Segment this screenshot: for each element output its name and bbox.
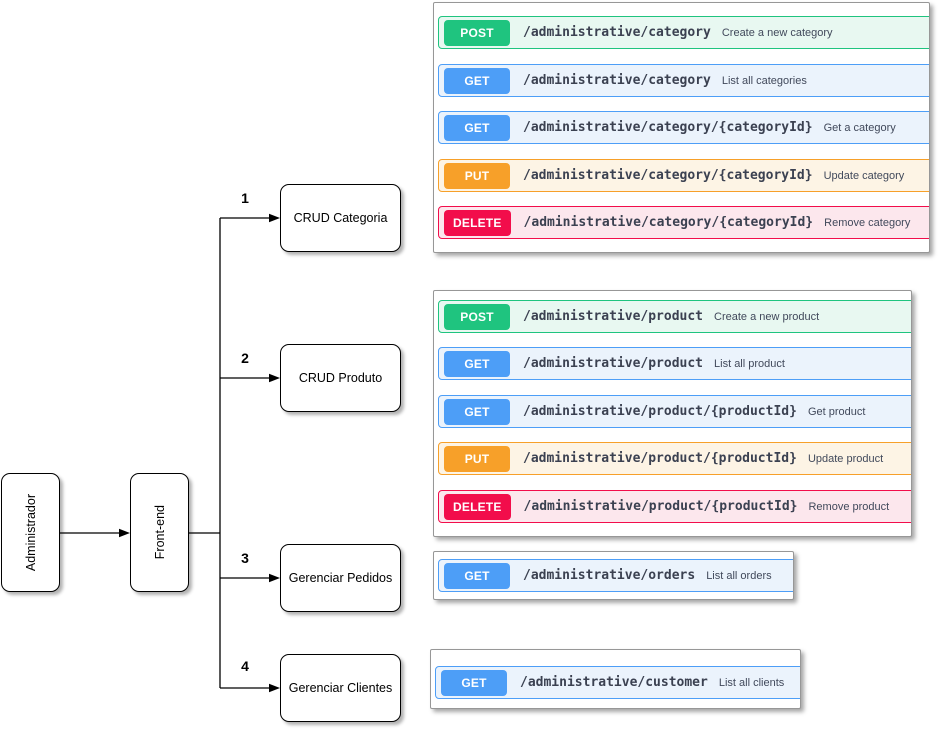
endpoint-description: List all product [714,357,785,370]
method-badge: GET [444,398,510,425]
node-crud-produto[interactable]: CRUD Produto [280,344,401,412]
endpoint-path: /administrative/orders [523,568,696,583]
method-badge: POST [444,19,510,46]
method-badge: GET [441,669,507,696]
endpoint-description: Create a new category [721,26,833,39]
method-badge: DELETE [444,209,511,236]
node-label: CRUD Categoria [293,211,388,225]
method-badge: GET [444,114,510,141]
method-badge: GET [444,67,510,94]
endpoint-row-delete-product[interactable]: DELETE /administrative/product/{productI… [438,490,911,523]
node-label: Gerenciar Clientes [288,681,393,695]
endpoint-row-post-category[interactable]: POST /administrative/category Create a n… [438,16,929,49]
endpoint-path: /administrative/category [523,73,711,88]
api-card-category: POST /administrative/category Create a n… [433,2,930,253]
endpoint-path: /administrative/product [523,356,704,371]
arrowhead-icon [269,213,280,223]
arrowhead-icon [269,683,280,693]
method-badge: GET [444,562,510,589]
endpoint-description: List all clients [718,676,785,689]
edge-number-2: 2 [241,350,249,366]
node-gerenciar-pedidos[interactable]: Gerenciar Pedidos [280,544,401,612]
endpoint-row-get-category[interactable]: GET /administrative/category/{categoryId… [438,111,929,144]
endpoint-row-get-customers[interactable]: GET /administrative/customer List all cl… [435,666,800,699]
endpoint-row-put-category[interactable]: PUT /administrative/category/{categoryId… [438,159,929,192]
endpoint-path: /administrative/product/{productId} [523,451,797,466]
endpoint-description: Remove category [824,216,911,229]
edge-number-3: 3 [241,550,249,566]
endpoint-description: List all orders [706,569,772,582]
arrowhead-icon [119,528,130,538]
endpoint-description: Get a category [823,121,896,134]
endpoint-row-delete-category[interactable]: DELETE /administrative/category/{categor… [438,206,929,239]
node-label: CRUD Produto [298,371,383,385]
endpoint-description: Create a new product [714,310,820,323]
endpoint-description: Update product [807,452,884,465]
endpoint-path: /administrative/customer [520,675,708,690]
node-label: Front-end [152,505,167,560]
endpoint-description: Get product [807,405,866,418]
node-crud-categoria[interactable]: CRUD Categoria [280,184,401,252]
endpoint-path: /administrative/product/{productId} [523,404,797,419]
endpoint-row-put-product[interactable]: PUT /administrative/product/{productId} … [438,442,911,475]
api-card-customer: GET /administrative/customer List all cl… [430,649,801,709]
node-frontend[interactable]: Front-end [130,473,189,592]
endpoint-path: /administrative/category [523,25,711,40]
node-gerenciar-clientes[interactable]: Gerenciar Clientes [280,654,401,722]
method-badge: PUT [444,445,510,472]
endpoint-description: Remove product [808,500,890,513]
endpoint-row-get-product[interactable]: GET /administrative/product/{productId} … [438,395,911,428]
node-label: Administrador [23,493,38,572]
node-label: Gerenciar Pedidos [288,571,393,585]
endpoint-description: Update category [823,169,905,182]
endpoint-row-get-categories[interactable]: GET /administrative/category List all ca… [438,64,929,97]
arrowhead-icon [269,373,280,383]
endpoint-path: /administrative/product [523,309,704,324]
endpoint-path: /administrative/category/{categoryId} [523,215,814,230]
endpoint-path: /administrative/category/{categoryId} [523,168,813,183]
edge-number-1: 1 [241,190,249,206]
method-badge: DELETE [444,493,511,520]
method-badge: GET [444,350,510,377]
endpoint-row-post-product[interactable]: POST /administrative/product Create a ne… [438,300,911,333]
node-administrador[interactable]: Administrador [1,473,60,592]
method-badge: POST [444,303,510,330]
api-card-product: POST /administrative/product Create a ne… [433,290,912,537]
endpoint-path: /administrative/category/{categoryId} [523,120,813,135]
endpoint-row-get-products[interactable]: GET /administrative/product List all pro… [438,347,911,380]
endpoint-row-get-orders[interactable]: GET /administrative/orders List all orde… [438,559,793,592]
endpoint-description: List all categories [721,74,807,87]
arrowhead-icon [269,573,280,583]
api-card-orders: GET /administrative/orders List all orde… [433,551,794,600]
method-badge: PUT [444,162,510,189]
endpoint-path: /administrative/product/{productId} [523,499,798,514]
edge-number-4: 4 [241,658,249,674]
